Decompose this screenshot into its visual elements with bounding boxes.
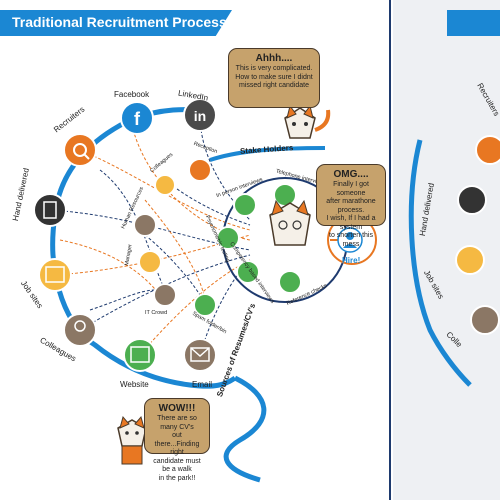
bubble-top-heading: Ahhh.... — [255, 53, 293, 64]
envelope-icon — [190, 347, 210, 362]
facebook-label: Facebook — [114, 90, 150, 99]
right-hand-delivered-node — [457, 185, 487, 215]
facebook-icon: f — [134, 109, 141, 129]
hire-label: Hire! — [342, 256, 361, 265]
recruiters-node — [63, 133, 97, 167]
speech-bubble-middle: OMG.... Finally I got someone after mara… — [316, 164, 386, 248]
right-title-banner — [447, 10, 500, 36]
human-resources-node — [133, 213, 157, 237]
interview-nodes — [216, 183, 363, 294]
facebook-node — [120, 101, 154, 135]
bubble-bottom-line: in the park!! — [158, 474, 196, 482]
hand-delivered-node — [33, 193, 67, 227]
spam-folder-node — [193, 293, 217, 317]
bubble-top-line: How to make sure I didnt — [235, 73, 313, 81]
fox-mascot-middle — [269, 199, 311, 246]
inner-nodes — [133, 158, 217, 317]
bubble-top-line: missed right candidate — [238, 82, 310, 89]
linkedin-icon: in — [194, 108, 206, 124]
right-job-sites-node — [455, 245, 485, 275]
competency-node — [236, 260, 260, 284]
reference-node — [278, 270, 302, 294]
manager-node — [138, 250, 162, 274]
fox-mascot-bottom — [117, 415, 147, 465]
bubble-middle-line: Finally I got someone — [333, 181, 369, 197]
bubble-middle-line: I wish, If I had a system — [326, 215, 376, 231]
bubble-bottom-line: There are so many CV's — [157, 415, 197, 431]
grid-icon — [45, 266, 65, 283]
magnifier-icon — [73, 143, 87, 157]
bubble-middle-heading: OMG.... — [333, 169, 369, 180]
stake-holders-line — [209, 146, 326, 162]
browser-icon — [130, 346, 150, 363]
page-title: Traditional Recruitment Process — [12, 14, 227, 30]
right-colleagues-node — [470, 305, 500, 335]
it-crowd-node — [153, 283, 177, 307]
colleagues-inner-node — [154, 174, 176, 196]
bubble-bottom-line: candidate must be a walk — [153, 457, 201, 474]
linkedin-node — [183, 98, 217, 132]
job-sites-node — [38, 258, 72, 292]
colleagues-node — [63, 313, 97, 347]
right-panel-ring — [408, 139, 472, 387]
document-icon — [43, 201, 57, 219]
it-crowd-label: IT Crowd — [145, 310, 168, 316]
bubble-middle-line: to shorten this mess — [329, 232, 373, 248]
bubble-bottom-line: out there...Finding right — [154, 432, 200, 456]
in-person-node — [233, 193, 257, 217]
reception-node — [188, 158, 212, 182]
speech-bubble-top: Ahhh.... This is very complicated. How t… — [228, 48, 320, 108]
fox-mascot-top — [284, 104, 331, 139]
psychometric-node — [216, 226, 240, 250]
website-node — [123, 338, 157, 372]
ring-nodes: f in — [33, 98, 217, 372]
bubble-top-line: This is very complicated. — [235, 65, 313, 72]
speech-bubble-bottom: WOW!!! There are so many CV's out there.… — [144, 398, 210, 482]
person-icon — [74, 320, 86, 332]
email-label: Email — [192, 380, 213, 389]
bubble-bottom-heading: WOW!!! — [158, 403, 196, 414]
right-recruiters-node — [475, 135, 500, 165]
sources-tail — [223, 375, 267, 483]
title-banner — [0, 10, 232, 36]
website-label: Website — [120, 380, 149, 389]
bubble-middle-line: after marathone process. — [326, 198, 376, 214]
hire-person-icon — [346, 232, 354, 240]
